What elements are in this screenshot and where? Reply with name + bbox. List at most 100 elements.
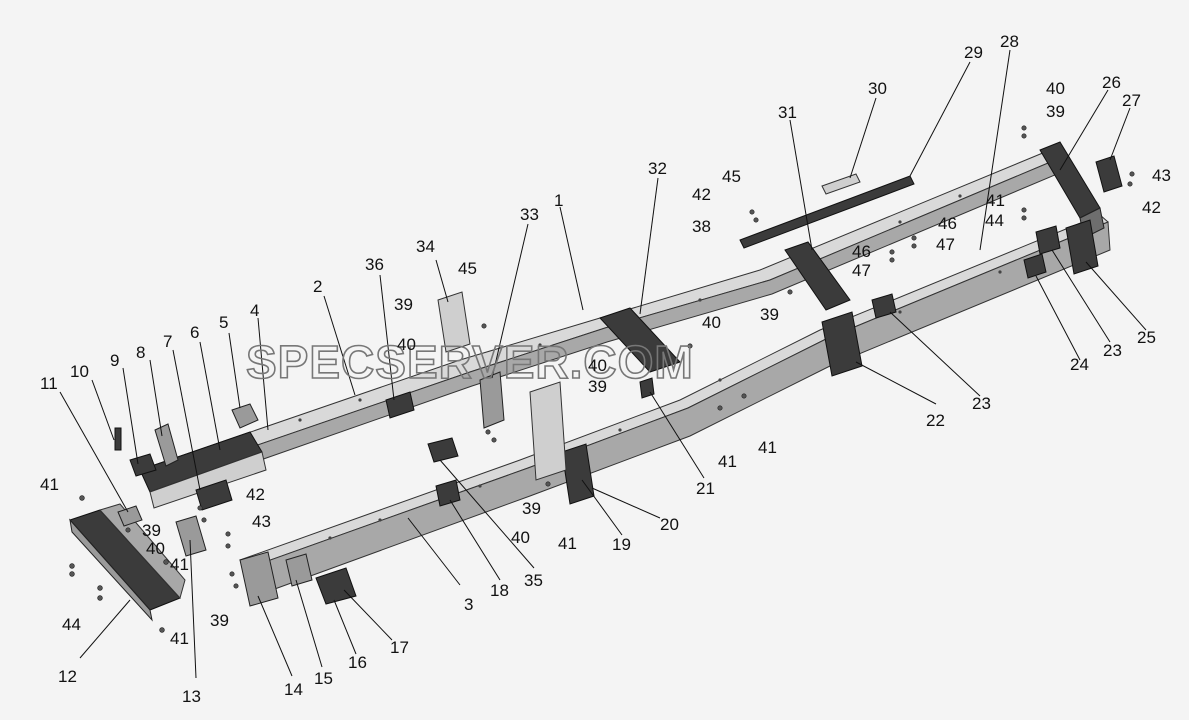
callout-7: 7 (163, 332, 172, 351)
front-bumper (69, 503, 186, 622)
spring-bracket-22 (821, 311, 863, 377)
watermark-text: SPECSERVER.COM (246, 336, 694, 388)
callout-20: 20 (660, 515, 679, 534)
bracket-23-rear (1035, 225, 1061, 255)
bracket-16 (315, 567, 357, 605)
callout-41-c: 41 (170, 629, 189, 648)
callout-3: 3 (464, 595, 473, 614)
callout-46-a: 46 (938, 214, 957, 233)
bracket-35 (427, 437, 459, 463)
callout-30: 30 (868, 79, 887, 98)
callout-43-a: 43 (252, 512, 271, 531)
callout-18: 18 (490, 581, 509, 600)
callout-1: 1 (554, 191, 563, 210)
callout-40-b: 40 (397, 335, 416, 354)
callout-46-b: 46 (852, 242, 871, 261)
callout-47-b: 47 (852, 261, 871, 280)
callout-25: 25 (1137, 328, 1156, 347)
callout-41-f: 41 (758, 438, 777, 457)
callout-42-c: 42 (1142, 198, 1161, 217)
plate-29 (739, 175, 915, 249)
callout-32: 32 (648, 159, 667, 178)
callout-31: 31 (778, 103, 797, 122)
bracket-13 (175, 515, 207, 557)
callout-39-d: 39 (522, 499, 541, 518)
bracket-20 (529, 381, 567, 481)
callout-23-front: 23 (972, 394, 991, 413)
callout-5: 5 (219, 313, 228, 332)
callout-34: 34 (416, 237, 435, 256)
callout-6: 6 (190, 323, 199, 342)
plate-30 (821, 173, 861, 195)
bracket-9 (129, 453, 157, 477)
leader-lines (59, 49, 1147, 679)
callout-44-b: 44 (985, 211, 1004, 230)
bracket-7 (195, 479, 233, 511)
bracket-27 (1095, 155, 1123, 193)
callout-10: 10 (70, 362, 89, 381)
callout-11: 11 (40, 374, 58, 393)
callout-4: 4 (250, 301, 259, 320)
bracket-11 (117, 505, 143, 527)
callout-14: 14 (284, 680, 303, 699)
callout-24: 24 (1070, 355, 1089, 374)
pin-10 (114, 427, 122, 451)
rear-crossmember (1039, 141, 1105, 239)
callout-12: 12 (58, 667, 77, 686)
callout-27: 27 (1122, 91, 1141, 110)
callout-19: 19 (612, 535, 631, 554)
bracket-36 (385, 391, 415, 419)
callout-21: 21 (696, 479, 715, 498)
callout-41-e: 41 (718, 452, 737, 471)
callout-labels: 1 2 3 4 5 6 7 8 9 10 11 12 13 14 15 16 1… (40, 32, 1171, 706)
spring-bracket-8 (154, 423, 179, 467)
callout-28: 28 (1000, 32, 1019, 51)
callout-35: 35 (524, 571, 543, 590)
callout-36: 36 (365, 255, 384, 274)
callout-17: 17 (390, 638, 409, 657)
bracket-18 (435, 479, 461, 507)
spring-bracket-25 (1065, 219, 1099, 275)
bracket-34 (437, 291, 471, 353)
callout-38: 38 (692, 217, 711, 236)
bracket-33 (479, 371, 505, 429)
callout-2: 2 (313, 277, 322, 296)
callout-40-f: 40 (146, 539, 165, 558)
callout-8: 8 (136, 343, 145, 362)
spring-bracket-14 (239, 551, 279, 607)
bracket-15 (285, 553, 313, 587)
callout-23-rear: 23 (1103, 341, 1122, 360)
callout-40-d: 40 (702, 313, 721, 332)
callout-40-e: 40 (511, 528, 530, 547)
callout-9: 9 (110, 351, 119, 370)
crossmember-32 (599, 307, 681, 373)
callout-39-g: 39 (1046, 102, 1065, 121)
callout-44-a: 44 (62, 615, 81, 634)
callout-40-a: 40 (1046, 79, 1065, 98)
callout-26: 26 (1102, 73, 1121, 92)
callout-29: 29 (964, 43, 983, 62)
callout-43-b: 43 (1152, 166, 1171, 185)
callout-39-e: 39 (142, 521, 161, 540)
callout-40-c: 40 (588, 356, 607, 375)
callout-33: 33 (520, 205, 539, 224)
front-crossmember (139, 431, 267, 509)
callout-39-a: 39 (394, 295, 413, 314)
callout-41-g: 41 (986, 191, 1005, 210)
callout-39-f: 39 (210, 611, 229, 630)
callout-15: 15 (314, 669, 333, 688)
callout-22: 22 (926, 411, 945, 430)
callout-42-b: 42 (246, 485, 265, 504)
callout-42-a: 42 (692, 185, 711, 204)
callout-39-b: 39 (588, 377, 607, 396)
bracket-5 (231, 403, 259, 429)
callout-41-a: 41 (40, 475, 59, 494)
callout-41-d: 41 (558, 534, 577, 553)
fasteners (69, 125, 1135, 633)
callout-13: 13 (182, 687, 201, 706)
callout-45-b: 45 (458, 259, 477, 278)
bracket-24 (1023, 253, 1047, 279)
callout-41-b: 41 (170, 555, 189, 574)
